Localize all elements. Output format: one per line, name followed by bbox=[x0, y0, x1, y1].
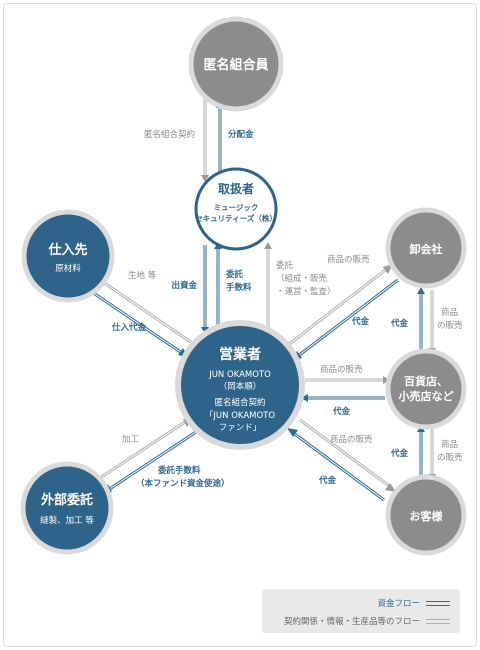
label-sale-ws-r1: 商品 bbox=[441, 307, 458, 318]
label-out-fee1: 委託手数料 bbox=[157, 465, 201, 476]
label-sale-ws-r2: の販売 bbox=[437, 320, 463, 331]
operator-sub5: ファンド」 bbox=[219, 423, 262, 433]
label-pay-ws-r: 代金 bbox=[390, 318, 409, 329]
arrow-fee-down bbox=[214, 242, 222, 332]
legend-other-label: 契約関係・情報・生産品等のフロー bbox=[283, 617, 420, 627]
arrow-sale-cs bbox=[299, 418, 396, 492]
label-dividend: 分配金 bbox=[228, 129, 254, 140]
label-pay-rt-c: 代金 bbox=[390, 448, 409, 459]
label-sale-ws: 商品の販売 bbox=[327, 254, 370, 265]
arrow-investment-down bbox=[201, 245, 209, 334]
label-consign2-detail1: （組成・販売 bbox=[276, 273, 328, 284]
label-sale-rt-c1: 商品 bbox=[441, 439, 458, 450]
operator-sub3: 匿名組合契約 bbox=[214, 397, 265, 408]
supplier-sub: 原材料 bbox=[55, 263, 81, 274]
node-wholesaler: 卸会社 bbox=[385, 207, 467, 289]
arrow-dividend-up bbox=[216, 100, 224, 180]
arrow-contract-down bbox=[201, 96, 209, 182]
label-consign-fee: 手数料 bbox=[226, 282, 252, 293]
node-handler: 取扱者 ミュージック セキュリティーズ（株） bbox=[194, 167, 278, 251]
arrow-pay-ws-r bbox=[417, 287, 425, 352]
arrow-pay-rt bbox=[301, 394, 385, 402]
operator-title: 営業者 bbox=[219, 346, 261, 363]
customer-title: お客様 bbox=[410, 509, 444, 523]
label-sale-rt-c2: の販売 bbox=[437, 452, 463, 463]
operator-sub4: 「JUN OKAMOTO bbox=[205, 411, 275, 421]
label-sale-rt: 商品の販売 bbox=[320, 364, 363, 375]
investors-title: 匿名組合員 bbox=[203, 57, 268, 73]
label-purchase-pay: 仕入代金 bbox=[111, 322, 147, 333]
operator-sub2: （岡本順） bbox=[219, 381, 262, 392]
label-pay-cs: 代金 bbox=[318, 475, 337, 486]
legend-other: 契約関係・情報・生産品等のフロー bbox=[284, 615, 450, 627]
label-pay-rt: 代金 bbox=[332, 406, 351, 417]
label-consign: 委託 bbox=[225, 269, 244, 280]
legend: 資金フロー 契約関係・情報・生産品等のフロー bbox=[262, 589, 460, 633]
node-retailer: 百貨店、 小売店など bbox=[385, 348, 467, 430]
flow-labels: 匿名組合契約 分配金 出資金 委託 手数料 委託 （組成・販売 ・運営・監査） … bbox=[111, 129, 463, 489]
label-contract-top: 匿名組合契約 bbox=[144, 129, 195, 140]
arrows bbox=[91, 96, 436, 502]
wholesaler-title: 卸会社 bbox=[410, 242, 443, 256]
legend-money-label: 資金フロー bbox=[377, 599, 420, 609]
legend-money: 資金フロー bbox=[377, 597, 450, 609]
arrow-pay-rt-c bbox=[417, 425, 425, 478]
label-fabric: 生地 等 bbox=[128, 270, 157, 281]
operator-sub1: JUN OKAMOTO bbox=[208, 370, 271, 380]
label-consign2-detail2: ・運営・監査） bbox=[276, 286, 336, 297]
node-outsourcing: 外部委託 縫製、加工 等 bbox=[20, 461, 114, 555]
node-customer: お客様 bbox=[385, 474, 467, 556]
label-consign2: 委託 bbox=[276, 260, 294, 271]
label-sale-cs: 商品の販売 bbox=[330, 434, 373, 445]
node-operator: 営業者 JUN OKAMOTO （岡本順） 匿名組合契約 「JUN OKAMOT… bbox=[175, 320, 305, 450]
supplier-title: 仕入先 bbox=[47, 242, 87, 258]
label-investment: 出資金 bbox=[171, 280, 197, 291]
outsourcing-sub: 縫製、加工 等 bbox=[40, 515, 94, 526]
handler-sub1: ミュージック bbox=[214, 202, 259, 212]
label-processing: 加工 bbox=[122, 434, 140, 445]
label-out-fee2: （本ファンド資金使途） bbox=[136, 478, 230, 489]
arrow-sale-ws-r bbox=[428, 290, 436, 355]
retailer-title2: 小売店など bbox=[398, 389, 454, 403]
legend-money-swatch bbox=[426, 600, 450, 606]
handler-sub2: セキュリティーズ（株） bbox=[195, 213, 277, 223]
handler-title: 取扱者 bbox=[218, 181, 254, 196]
arrow-sale-rt bbox=[305, 376, 390, 384]
node-investors: 匿名組合員 bbox=[188, 16, 284, 112]
retailer-title: 百貨店、 bbox=[404, 374, 448, 388]
node-supplier: 仕入先 原材料 bbox=[21, 209, 115, 303]
arrow-sale-rt-c bbox=[428, 428, 436, 481]
outsourcing-title: 外部委託 bbox=[40, 492, 93, 508]
legend-other-swatch bbox=[426, 618, 450, 624]
arrow-pay-cs bbox=[287, 428, 385, 502]
arrow-consign-up bbox=[264, 242, 272, 332]
label-pay-ws: 代金 bbox=[351, 316, 370, 327]
